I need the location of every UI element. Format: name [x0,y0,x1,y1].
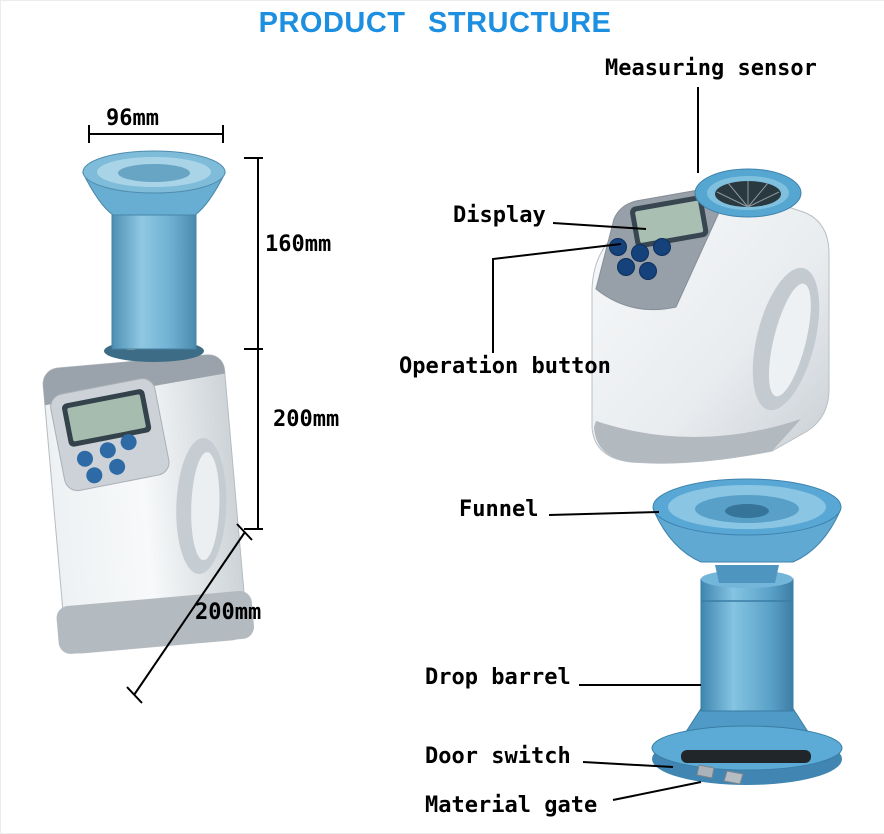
display-lcd [630,195,709,248]
drop-barrel-body [700,578,794,712]
operation-buttons [76,434,137,484]
dimension-base-depth: 200mm [195,600,262,625]
label-drop-barrel: Drop barrel [425,665,571,690]
label-display: Display [453,203,546,228]
display-panel [50,378,170,492]
gate-slot [681,750,811,763]
label-operation-button: Operation button [399,354,611,379]
handle-opening [752,267,820,411]
page-title: PRODUCT STRUCTURE [258,7,612,39]
label-measuring-sensor: Measuring sensor [605,56,817,81]
label-material-gate: Material gate [425,793,598,818]
funnel-barrel-assembly [639,469,857,814]
label-funnel: Funnel [459,497,539,522]
sample-tube [111,210,197,350]
top-funnel [82,150,226,216]
lcd-screen [67,394,146,442]
measuring-sensor-cup [694,168,802,218]
moisture-meter-front-view [19,139,281,679]
moisture-meter-angled-view [576,159,838,474]
label-door-switch: Door switch [425,744,571,769]
funnel-bowl [652,478,842,583]
dimension-tube-height: 160mm [265,232,332,257]
material-gate-tab [723,770,744,785]
dimension-body-height: 200mm [273,407,340,432]
dimension-top-width: 96mm [106,106,159,131]
door-switch-tab [696,764,715,779]
